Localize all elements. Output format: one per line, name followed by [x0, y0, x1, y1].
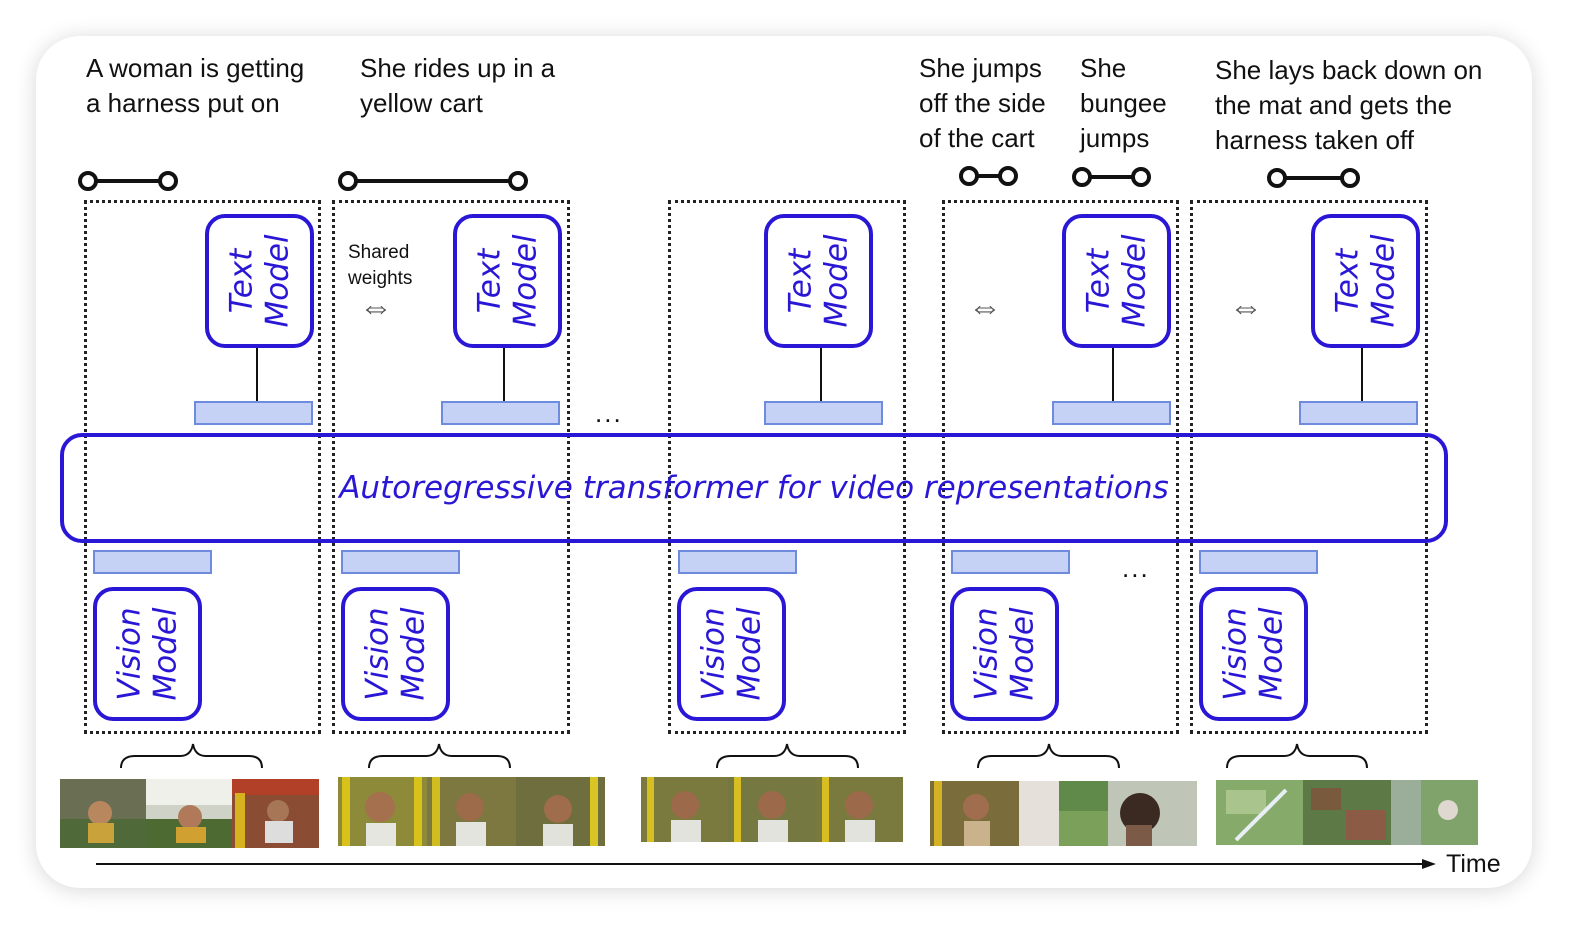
text-stem-3 [820, 348, 822, 402]
double-arrow-icon: ⇔ [359, 288, 393, 326]
text-model-5: Text Model [1311, 214, 1420, 348]
span-marker-icon [78, 171, 178, 191]
time-axis-label: Time [1446, 850, 1501, 878]
text-stem-1 [256, 348, 258, 402]
text-model-2: Text Model [453, 214, 562, 348]
text-stem-5 [1361, 348, 1363, 402]
segment-box-4 [942, 200, 1179, 734]
span-marker-icon [338, 171, 528, 191]
text-embedding-3 [764, 401, 883, 425]
video-frames-1 [60, 779, 319, 848]
vision-model-5: Vision Model [1199, 587, 1308, 721]
text-embedding-2 [441, 401, 560, 425]
caption-3: She jumps off the side of the cart [919, 53, 1046, 153]
transformer-label: Autoregressive transformer for video rep… [339, 470, 1169, 506]
double-arrow-icon: ⇔ [968, 288, 1002, 326]
segment-box-5 [1190, 200, 1428, 734]
text-model-1: Text Model [205, 214, 314, 348]
video-frames-4 [930, 781, 1197, 846]
caption-5: She lays back down on the mat and gets t… [1215, 55, 1483, 155]
caption-1: A woman is getting a harness put on [86, 53, 305, 118]
vision-model-4: Vision Model [950, 587, 1059, 721]
brace-icon [1226, 743, 1368, 769]
brace-icon [716, 743, 859, 769]
segment-box-2 [332, 200, 570, 734]
text-stem-2 [503, 348, 505, 402]
vision-embedding-4 [951, 550, 1070, 574]
ellipsis-top: ... [595, 398, 623, 428]
vision-embedding-3 [678, 550, 797, 574]
caption-2: She rides up in a yellow cart [360, 53, 556, 118]
span-marker-icon [1072, 167, 1151, 187]
span-marker-icon [1267, 168, 1360, 188]
double-arrow-icon: ⇔ [1229, 288, 1263, 326]
vision-model-1: Vision Model [93, 587, 202, 721]
text-embedding-1 [194, 401, 313, 425]
text-model-3: Text Model [764, 214, 873, 348]
vision-model-2: Vision Model [341, 587, 450, 721]
autoregressive-transformer: Autoregressive transformer for video rep… [60, 433, 1448, 543]
brace-icon [120, 743, 263, 769]
vision-embedding-5 [1199, 550, 1318, 574]
brace-icon [368, 743, 511, 769]
ellipsis-bottom: ... [1122, 553, 1150, 583]
vision-embedding-2 [341, 550, 460, 574]
arrow-right-icon [96, 859, 1436, 869]
video-frames-5 [1216, 780, 1478, 845]
text-embedding-5 [1299, 401, 1418, 425]
shared-weights-label: Shared weights [348, 242, 413, 289]
caption-4: She bungee jumps [1080, 53, 1167, 153]
text-model-4: Text Model [1062, 214, 1171, 348]
vision-embedding-1 [93, 550, 212, 574]
span-marker-icon [959, 166, 1018, 186]
text-stem-4 [1112, 348, 1114, 402]
vision-model-3: Vision Model [677, 587, 786, 721]
video-frames-3 [641, 777, 903, 842]
brace-icon [977, 743, 1120, 769]
text-embedding-4 [1052, 401, 1171, 425]
video-frames-2 [338, 777, 605, 846]
segment-box-3 [668, 200, 906, 734]
segment-box-1 [84, 200, 321, 734]
